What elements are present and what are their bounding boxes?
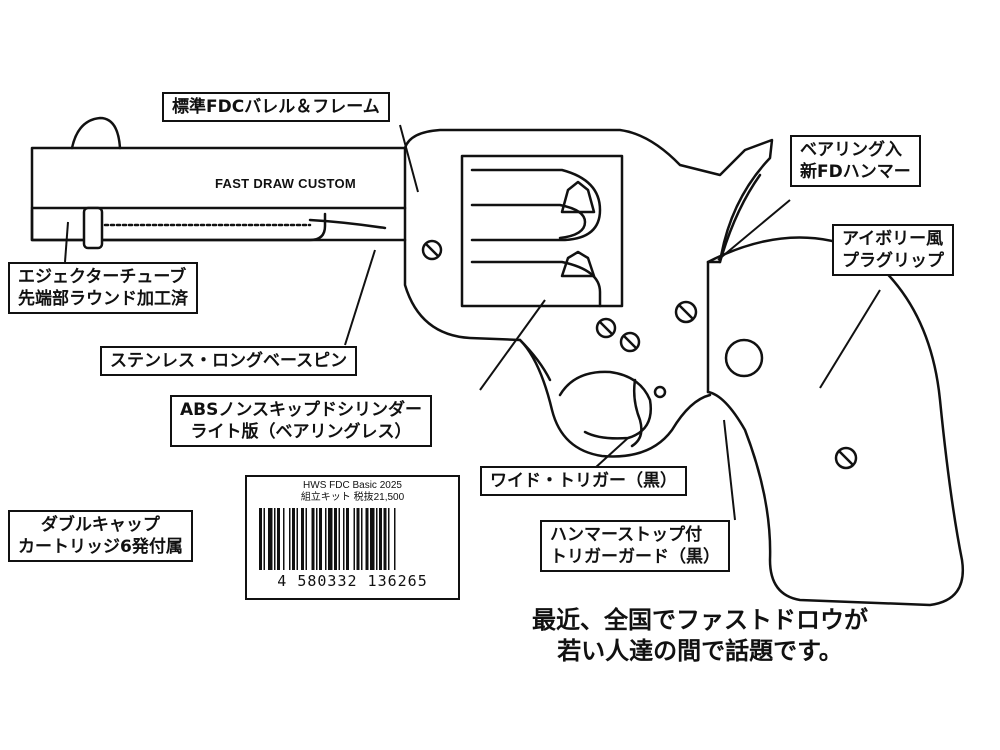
frame bbox=[405, 130, 772, 397]
label-trigger-guard-line2: トリガーガード（黒） bbox=[550, 546, 720, 568]
barcode-bar bbox=[306, 508, 308, 570]
label-grip: アイボリー風 プラグリップ bbox=[832, 224, 954, 276]
label-hammer-line1: ベアリング入 bbox=[800, 139, 911, 161]
barcode-bar bbox=[354, 508, 356, 570]
label-trigger-text: ワイド・トリガー（黒） bbox=[490, 470, 677, 492]
barcode-bar bbox=[283, 508, 285, 570]
barcode-subtitle: 組立キット 税抜21,500 bbox=[247, 492, 458, 504]
barcode-bar bbox=[325, 508, 327, 570]
barrel-engraving: FAST DRAW CUSTOM bbox=[215, 176, 356, 191]
label-ejector-line1: エジェクターチューブ bbox=[18, 266, 188, 288]
barcode-bar bbox=[379, 508, 382, 570]
barcode-bar bbox=[370, 508, 375, 570]
barcode-bar bbox=[357, 508, 360, 570]
label-cylinder: ABSノンスキップドシリンダー ライト版（ベアリングレス） bbox=[170, 395, 432, 447]
barcode-bar bbox=[316, 508, 318, 570]
barcode-bar bbox=[268, 508, 273, 570]
barcode-bar bbox=[289, 508, 291, 570]
barcode-bar bbox=[334, 508, 337, 570]
label-cylinder-line1: ABSノンスキップドシリンダー bbox=[180, 399, 422, 421]
caption-line1: 最近、全国でファストドロウが bbox=[470, 605, 930, 636]
label-base-pin: ステンレス・ロングベースピン bbox=[100, 346, 357, 376]
label-cartridge: ダブルキャップ カートリッジ6発付属 bbox=[8, 510, 193, 562]
label-grip-line2: プラグリップ bbox=[842, 250, 944, 272]
label-trigger-guard: ハンマーストップ付 トリガーガード（黒） bbox=[540, 520, 730, 572]
trigger-guard bbox=[520, 340, 710, 456]
barcode-bar bbox=[339, 508, 341, 570]
label-barrel-frame-text: 標準FDCバレル＆フレーム bbox=[172, 96, 380, 118]
grip bbox=[708, 238, 963, 606]
label-trigger-guard-line1: ハンマーストップ付 bbox=[550, 524, 720, 546]
barcode-bar bbox=[361, 508, 363, 570]
barcode-bar bbox=[312, 508, 315, 570]
barcode-bar bbox=[376, 508, 378, 570]
label-grip-line1: アイボリー風 bbox=[842, 228, 944, 250]
barcode-bar bbox=[388, 508, 390, 570]
label-cartridge-line2: カートリッジ6発付属 bbox=[18, 536, 183, 558]
barcode-bar bbox=[346, 508, 349, 570]
barcode-bar bbox=[394, 508, 396, 570]
label-hammer: ベアリング入 新FDハンマー bbox=[790, 135, 921, 187]
caption: 最近、全国でファストドロウが 若い人達の間で話題です。 bbox=[470, 605, 930, 667]
barcode-bar bbox=[259, 508, 262, 570]
barcode-bar bbox=[264, 508, 266, 570]
barcode-bar bbox=[297, 508, 299, 570]
barcode-bar bbox=[292, 508, 295, 570]
label-trigger: ワイド・トリガー（黒） bbox=[480, 466, 687, 496]
barcode-bar bbox=[319, 508, 322, 570]
barcode-bar bbox=[328, 508, 333, 570]
caption-line2: 若い人達の間で話題です。 bbox=[470, 636, 930, 667]
label-hammer-line2: 新FDハンマー bbox=[800, 161, 911, 183]
label-cylinder-line2: ライト版（ベアリングレス） bbox=[180, 421, 422, 443]
label-base-pin-text: ステンレス・ロングベースピン bbox=[110, 350, 347, 372]
barcode-bar bbox=[384, 508, 387, 570]
label-cartridge-line1: ダブルキャップ bbox=[18, 514, 183, 536]
barcode-number: 4 580332 136265 bbox=[247, 572, 458, 590]
label-barrel-frame: 標準FDCバレル＆フレーム bbox=[162, 92, 390, 122]
barcode-bar bbox=[274, 508, 276, 570]
barcode-bar bbox=[301, 508, 304, 570]
label-ejector: エジェクターチューブ 先端部ラウンド加工済 bbox=[8, 262, 198, 314]
barcode-bar bbox=[366, 508, 369, 570]
barcode-bar bbox=[343, 508, 345, 570]
label-ejector-line2: 先端部ラウンド加工済 bbox=[18, 288, 188, 310]
barcode-bar bbox=[277, 508, 280, 570]
barcode-bars bbox=[255, 508, 450, 570]
barcode-label: HWS FDC Basic 2025 組立キット 税抜21,500 4 5803… bbox=[245, 475, 460, 600]
barcode-title: HWS FDC Basic 2025 bbox=[247, 480, 458, 492]
